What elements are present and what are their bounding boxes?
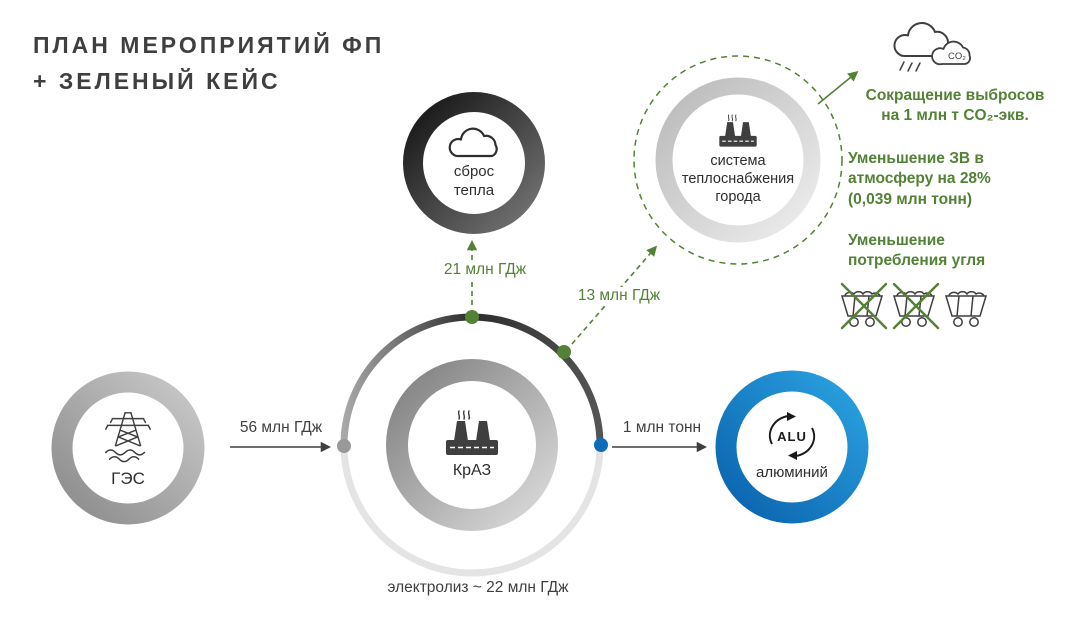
cityheat-dashed-ring (633, 55, 843, 265)
recycle-arrows-icon: ALU (768, 412, 816, 461)
junction-dot-city-heat (557, 345, 571, 359)
node-city-heat: система теплоснабжения города (652, 74, 824, 246)
co2-cloud-icon: CO₂ (893, 22, 971, 72)
benefit-coal-reduction: Уменьшение потребления угля (848, 232, 986, 270)
city-heat-ring (655, 77, 821, 243)
transmission-tower-icon (105, 411, 151, 463)
heat-dump-ring (403, 92, 545, 234)
node-kraz-label: КрАЗ (452, 461, 492, 479)
arrow-to-co2-cloud (817, 71, 859, 105)
co2-cloud-label: CO₂ (948, 51, 966, 62)
page-title: ПЛАН МЕРОПРИЯТИЙ ФП + ЗЕЛЕНЫЙ КЕЙС (33, 32, 385, 94)
node-aluminum: ALU алюминий (714, 369, 870, 525)
cloud-icon (448, 127, 498, 157)
node-heat-dump-label: сброс тепла (453, 162, 495, 199)
benefit-pollutant-reduction: Уменьшение ЗВ в атмосферу на 28% (0,039 … (848, 150, 991, 208)
node-city-heat-label: система теплоснабжения города (681, 152, 795, 206)
cross-out-marks (840, 282, 940, 330)
ges-ring (51, 371, 205, 525)
flow-label-kraz-cityheat: 13 млн ГДж (562, 287, 676, 306)
mine-cart-icon (944, 291, 988, 327)
coal-carts-group (840, 282, 988, 330)
node-heat-dump: сброс тепла (402, 91, 546, 235)
factory-icon (719, 114, 757, 147)
electrolysis-arc-light (340, 444, 604, 577)
junction-dot-aluminum (594, 438, 608, 452)
node-kraz: КрАЗ (385, 358, 559, 532)
factory-icon (446, 409, 498, 455)
aluminum-ring (715, 370, 869, 524)
junction-dot-heat-dump (465, 310, 479, 324)
flow-label-ges-kraz: 56 млн ГДж (239, 419, 323, 436)
node-ges: ГЭС (50, 370, 206, 526)
node-ges-label: ГЭС (111, 468, 145, 488)
junction-dot-ges (337, 439, 351, 453)
alu-icon-text: ALU (777, 429, 807, 444)
flow-label-electrolysis: электролиз ~ 22 млн ГДж (387, 579, 569, 596)
flow-label-kraz-heatdump: 21 млн ГДж (428, 261, 542, 280)
node-aluminum-label: алюминий (756, 464, 828, 482)
flow-label-kraz-aluminum: 1 млн тонн (622, 419, 702, 436)
benefit-co2-reduction: Сокращение выбросов на 1 млн т CO₂-экв. (865, 87, 1045, 125)
